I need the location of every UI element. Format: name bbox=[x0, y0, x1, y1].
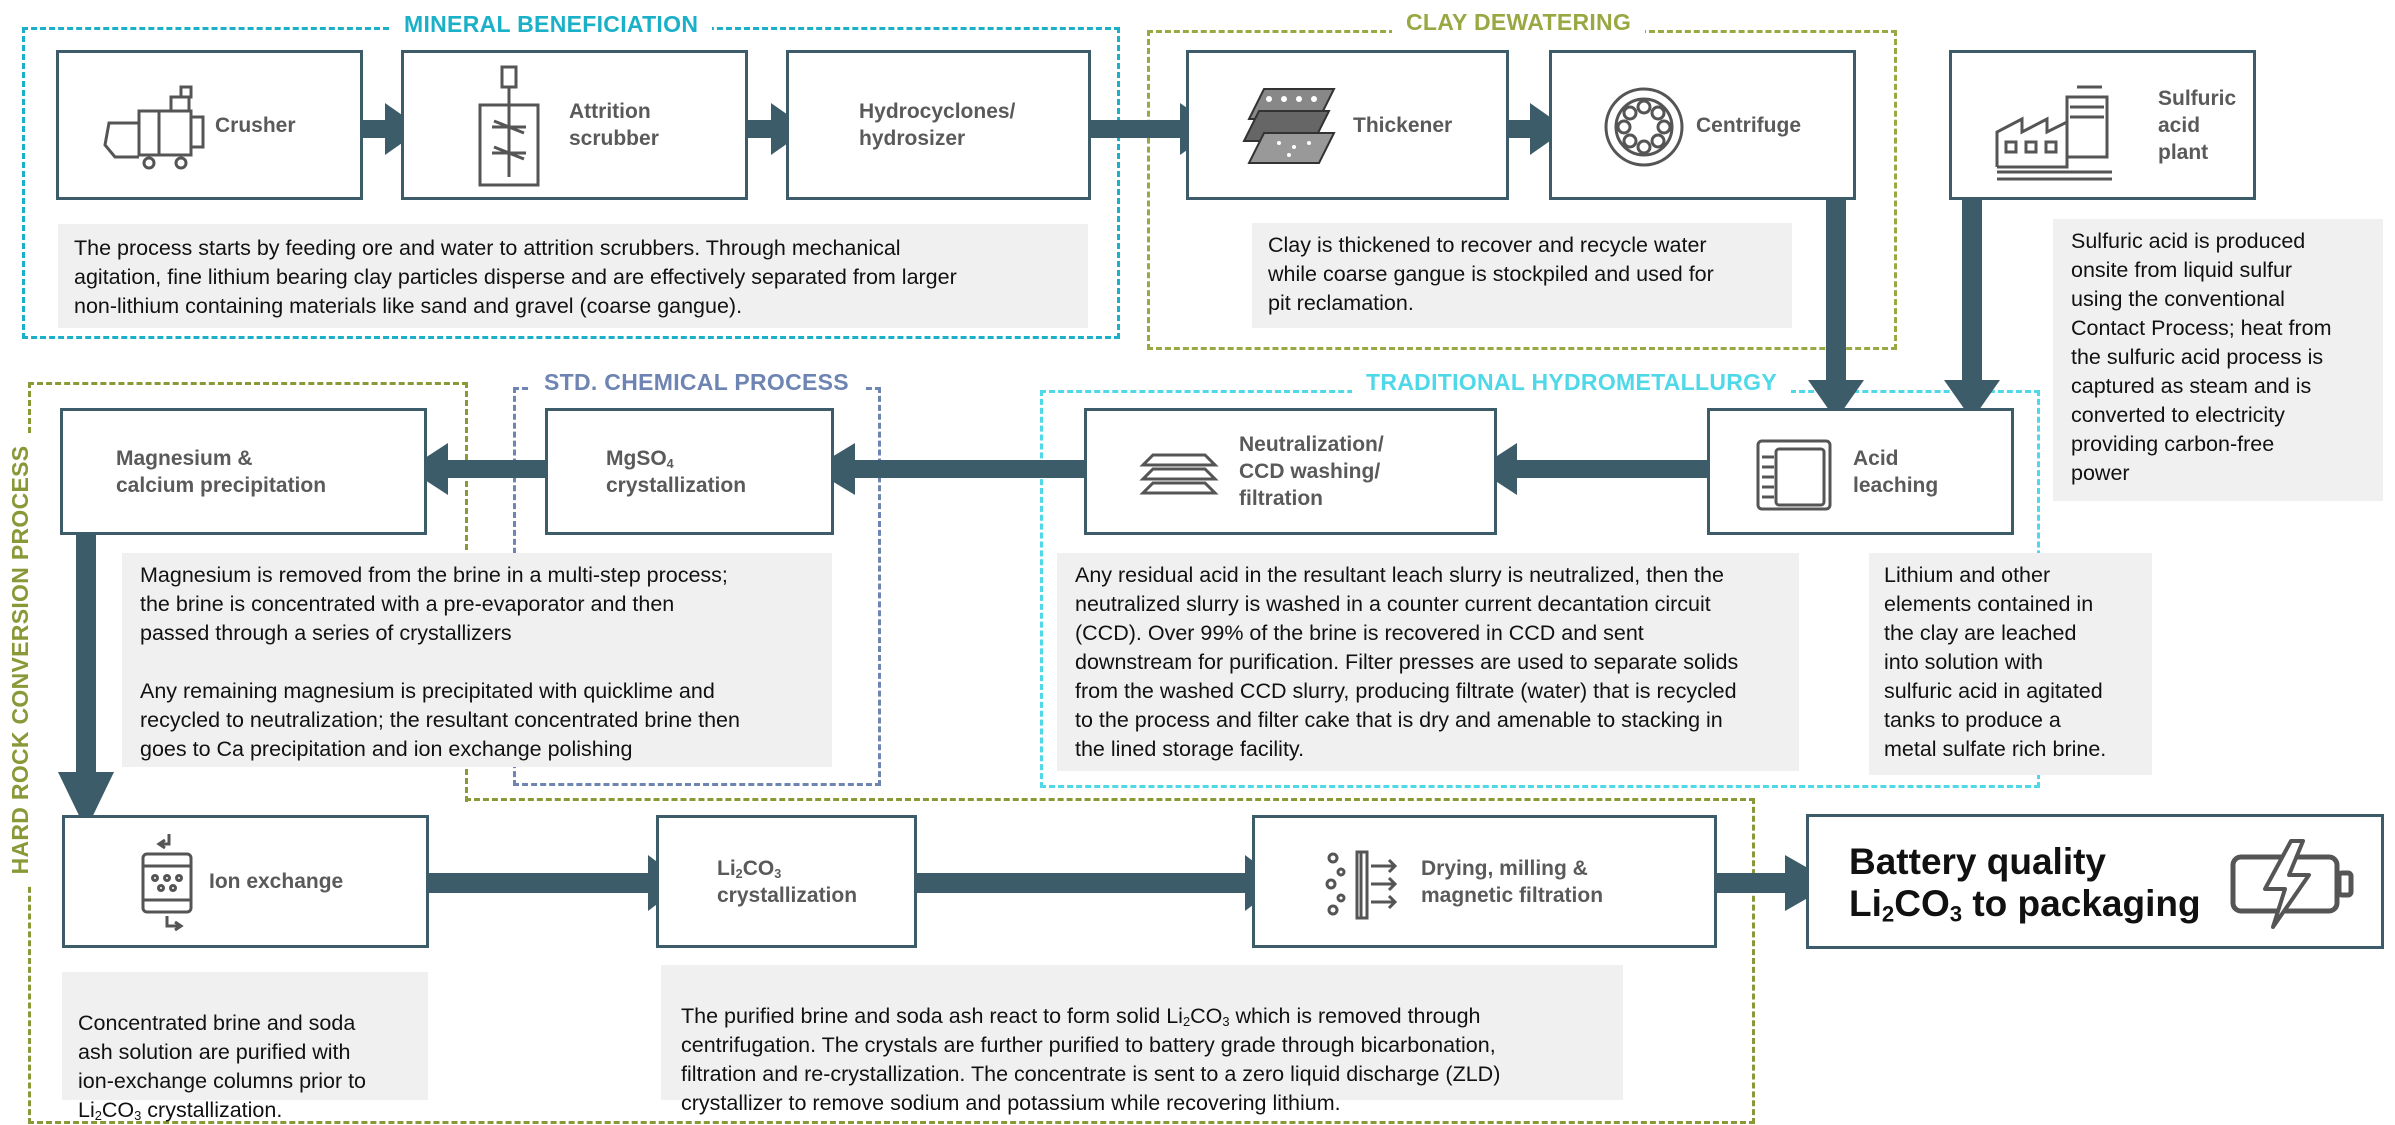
crusher-label: Crusher bbox=[215, 113, 296, 137]
ion-note-li-sub: 2 bbox=[94, 1108, 102, 1124]
hard-rock-frame-mid bbox=[465, 798, 1755, 801]
battery-quality-text: Battery quality Li2CO3 to packaging bbox=[1849, 841, 2201, 925]
mineral-beneficiation-note: The process starts by feeding ore and wa… bbox=[58, 224, 1088, 328]
ion-note-co-sub: 3 bbox=[134, 1108, 142, 1124]
clay-dewatering-title: CLAY DEWATERING bbox=[1392, 9, 1646, 35]
purification-note: The purified brine and soda ash react to… bbox=[661, 965, 1623, 1115]
drying-milling-box[interactable]: Drying, milling & magnetic filtration bbox=[1252, 815, 1717, 948]
mgso4-crystallization-box[interactable]: MgSO4 crystallization bbox=[545, 408, 834, 535]
drying-milling-label: Drying, milling & magnetic filtration bbox=[1421, 856, 1604, 907]
thickener-label: Thickener bbox=[1353, 113, 1453, 137]
battery-li-sub: 2 bbox=[1881, 901, 1895, 927]
magnesium-precipitation-label: Magnesium & calcium precipitation bbox=[116, 446, 327, 497]
neutralization-note: Any residual acid in the resultant leach… bbox=[1057, 553, 1799, 771]
sulfuric-acid-note: Sulfuric acid is produced onsite from li… bbox=[2053, 219, 2383, 501]
ion-exchange-box[interactable]: Ion exchange bbox=[62, 815, 429, 948]
purification-co-sub: 3 bbox=[1222, 1014, 1230, 1030]
traditional-hydrometallurgy-title: TRADITIONAL HYDROMETALLURGY bbox=[1352, 369, 1792, 395]
li2co3-crystallization-label: Li2CO3 crystallization bbox=[717, 855, 857, 909]
std-chemical-title: STD. CHEMICAL PROCESS bbox=[530, 369, 863, 395]
hydrocyclones-box[interactable]: Hydrocyclones/ hydrosizer bbox=[786, 50, 1091, 200]
centrifuge-label: Centrifuge bbox=[1696, 113, 1801, 137]
hard-rock-frame-lower bbox=[28, 798, 1755, 1124]
ion-note-li: Li bbox=[78, 1098, 95, 1122]
acid-leaching-note: Lithium and other elements contained in … bbox=[1869, 553, 2152, 775]
sulfuric-acid-plant-label: Sulfuric acid plant bbox=[2158, 86, 2237, 164]
acid-leaching-box[interactable]: Acid leaching bbox=[1707, 408, 2014, 535]
purification-co: CO bbox=[1190, 1004, 1223, 1028]
li-text: Li bbox=[717, 856, 736, 880]
co-subscript: 3 bbox=[774, 866, 782, 881]
mineral-beneficiation-title: MINERAL BENEFICIATION bbox=[390, 11, 713, 37]
purification-li-sub: 2 bbox=[1182, 1014, 1191, 1030]
battery-li: Li bbox=[1849, 883, 1882, 924]
attrition-scrubber-icon bbox=[478, 65, 540, 187]
li-subscript: 2 bbox=[735, 866, 743, 881]
attrition-scrubber-label: Attrition scrubber bbox=[569, 100, 659, 150]
purification-note-end: which is removed through centrifugation.… bbox=[681, 1004, 1501, 1115]
battery-icon bbox=[2230, 839, 2354, 929]
battery-quality-box[interactable]: Battery quality Li2CO3 to packaging bbox=[1806, 814, 2384, 949]
magnetic-filtration-icon bbox=[1325, 850, 1398, 920]
crusher-icon bbox=[103, 85, 205, 170]
mgso4-crystallization-label: MgSO4 crystallization bbox=[606, 445, 746, 499]
mgso4-subscript: 4 bbox=[666, 456, 674, 471]
crusher-box[interactable]: Crusher bbox=[56, 50, 363, 200]
thickener-icon bbox=[1242, 88, 1336, 164]
clay-dewatering-note: Clay is thickened to recover and recycle… bbox=[1252, 223, 1792, 328]
ion-note-end: crystallization. bbox=[141, 1098, 283, 1122]
ion-exchange-icon bbox=[141, 834, 193, 932]
attrition-scrubber-box[interactable]: Attrition scrubber bbox=[401, 50, 748, 200]
mgso4-text: MgSO bbox=[606, 446, 667, 470]
ion-note-co: CO bbox=[101, 1098, 135, 1122]
purification-li: Li bbox=[1166, 1004, 1183, 1028]
magnesium-note: Magnesium is removed from the brine in a… bbox=[122, 553, 832, 767]
hydrocyclones-label: Hydrocyclones/ hydrosizer bbox=[859, 100, 1016, 150]
li2co3-crystallization-box[interactable]: Li2CO3 crystallization bbox=[656, 815, 917, 948]
centrifuge-icon bbox=[1604, 87, 1684, 167]
ion-exchange-label: Ion exchange bbox=[209, 870, 344, 893]
sulfuric-acid-plant-icon bbox=[1995, 85, 2112, 181]
battery-co-sub: 3 bbox=[1949, 901, 1963, 927]
ccd-washing-icon bbox=[1139, 453, 1219, 495]
acid-leaching-label: Acid leaching bbox=[1853, 446, 1939, 497]
purification-note-start: The purified brine and soda ash react to… bbox=[681, 1004, 1167, 1028]
battery-to-packaging: to packaging bbox=[1962, 883, 2201, 924]
ion-exchange-note: Concentrated brine and soda ash solution… bbox=[62, 972, 428, 1122]
neutralization-label: Neutralization/ CCD washing/ filtration bbox=[1239, 433, 1384, 510]
acid-leaching-icon bbox=[1756, 439, 1832, 511]
ion-note-text: Concentrated brine and soda ash solution… bbox=[78, 1011, 367, 1093]
neutralization-box[interactable]: Neutralization/ CCD washing/ filtration bbox=[1084, 408, 1497, 535]
thickener-box[interactable]: Thickener bbox=[1186, 50, 1509, 200]
battery-line1: Battery quality bbox=[1849, 841, 2107, 882]
co-text: CO bbox=[742, 856, 775, 880]
magnesium-precipitation-box[interactable]: Magnesium & calcium precipitation bbox=[60, 408, 427, 535]
crystallization-text: crystallization bbox=[717, 883, 858, 907]
mgso4-crystallization-text: crystallization bbox=[606, 473, 747, 497]
battery-co: CO bbox=[1894, 883, 1950, 924]
sulfuric-acid-plant-box[interactable]: Sulfuric acid plant bbox=[1949, 50, 2256, 200]
centrifuge-box[interactable]: Centrifuge bbox=[1549, 50, 1856, 200]
